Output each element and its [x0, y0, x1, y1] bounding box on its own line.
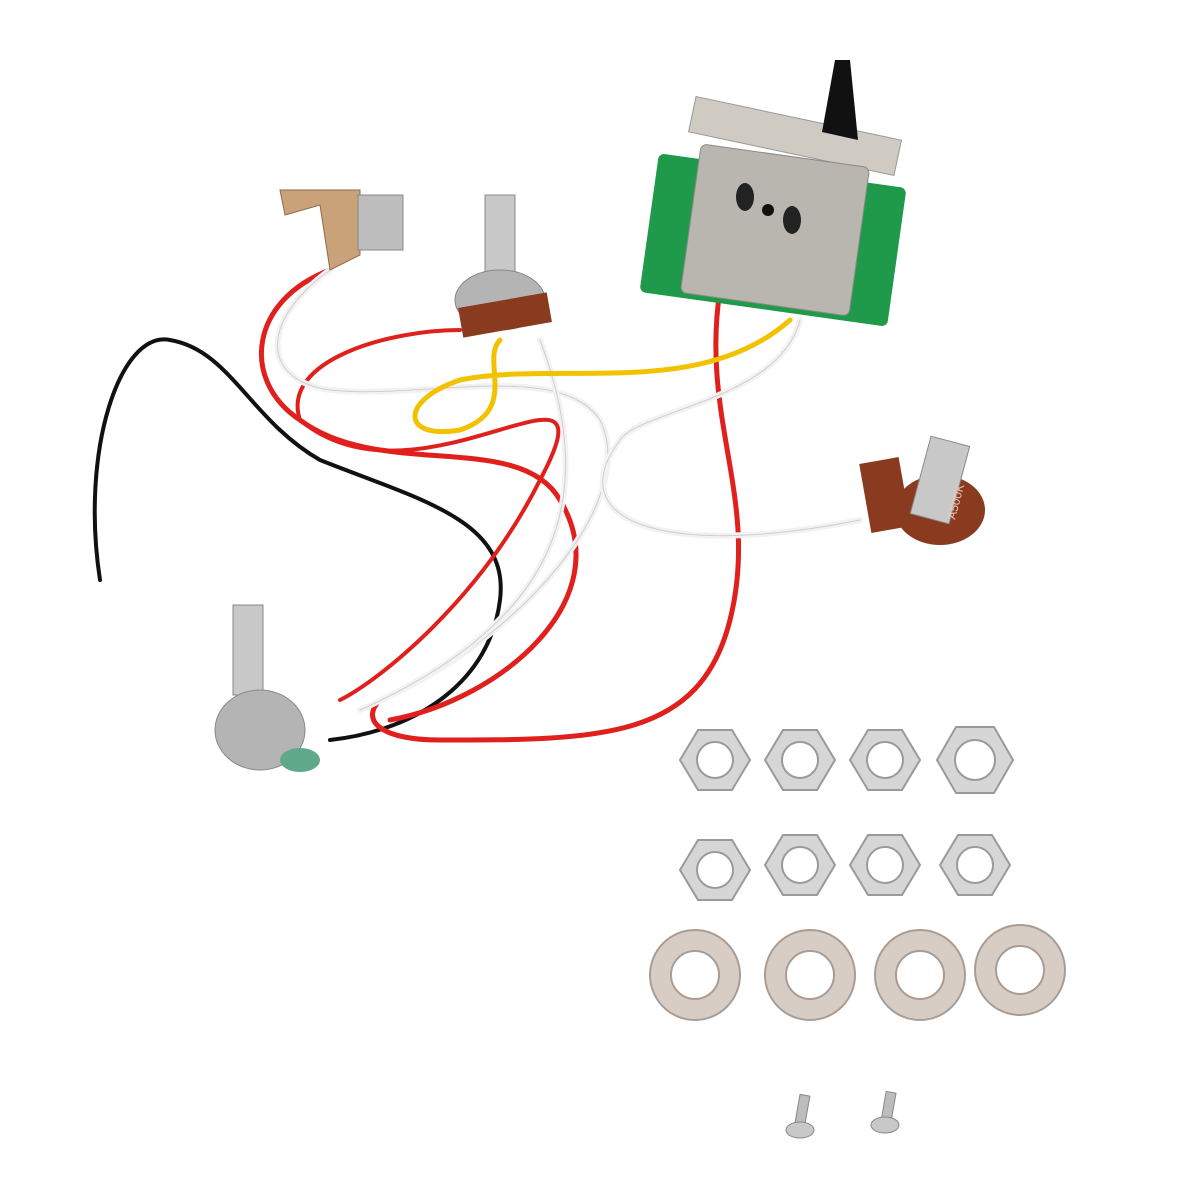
- wires: [92, 267, 863, 743]
- output-jack: [279, 189, 404, 271]
- pot-left: [214, 604, 320, 772]
- nuts: [678, 726, 1015, 901]
- washers: [649, 924, 1066, 1021]
- pot-top: [454, 194, 552, 338]
- selector-switch: [640, 60, 906, 326]
- pot-right: A500K: [859, 435, 985, 545]
- screws: [785, 1090, 900, 1139]
